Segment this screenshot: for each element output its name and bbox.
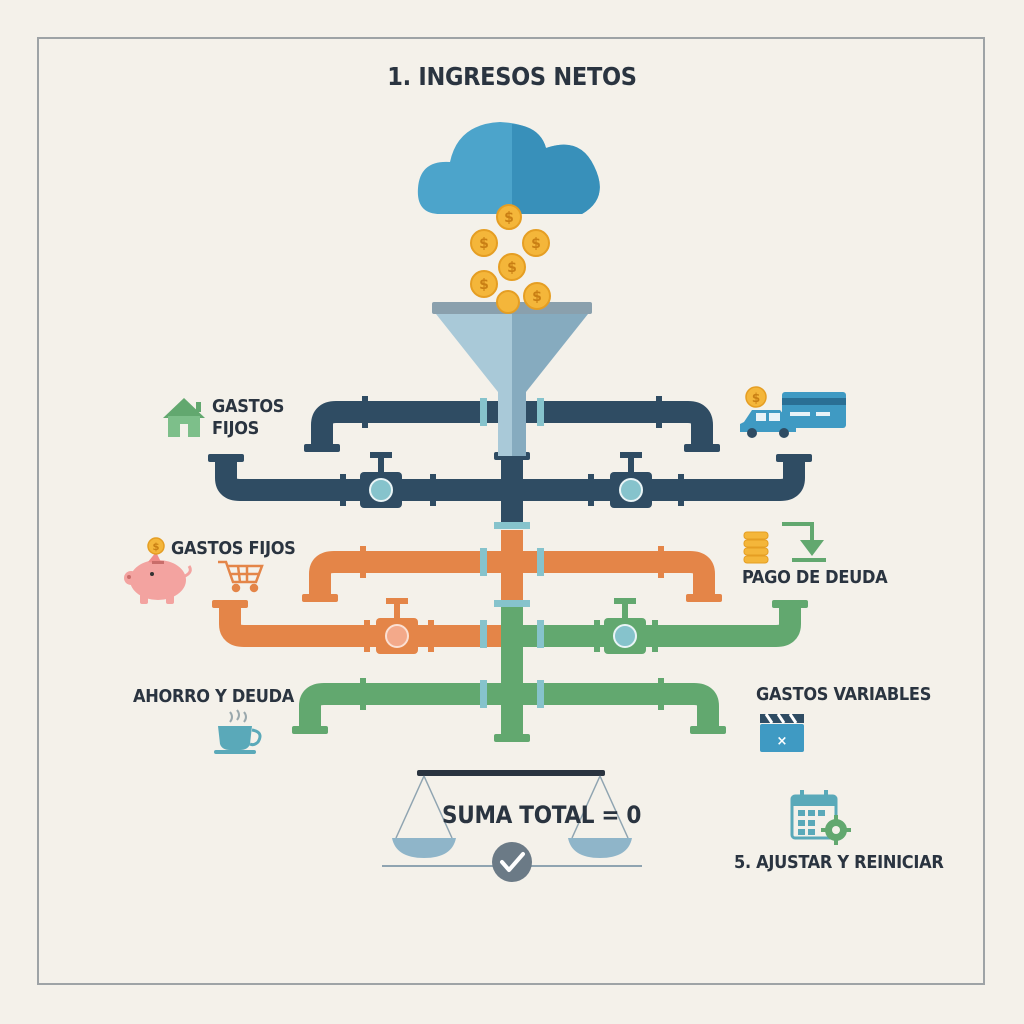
svg-text:$: $: [479, 236, 489, 252]
green-pipe-flanges: [292, 600, 808, 742]
coffee-cup-icon: [214, 709, 262, 754]
clapperboard-icon: ×: [760, 713, 804, 752]
coin-icon: [496, 290, 520, 314]
coin-icon: $: [470, 229, 498, 257]
page-title: 1. INGRESOS NETOS: [387, 62, 637, 91]
svg-text:$: $: [532, 289, 542, 305]
coin-stack-icon: [743, 531, 769, 564]
valve-icon[interactable]: [610, 452, 652, 508]
label-ahorro-y-deuda: AHORRO Y DEUDA: [133, 686, 294, 707]
coin-icon: $: [470, 270, 498, 298]
download-arrow-icon: [782, 522, 826, 562]
svg-text:$: $: [752, 391, 760, 405]
house-icon: [163, 398, 205, 437]
credit-card-icon: [782, 392, 846, 428]
coin-icon: $: [147, 537, 165, 555]
cloud-icon: [417, 122, 600, 214]
piggy-bank-icon: [124, 552, 192, 604]
orange-joints: [480, 548, 544, 576]
label-gastos-fijos-top-line2: FIJOS: [212, 418, 260, 439]
calendar-gear-icon: [790, 790, 851, 845]
label-gastos-fijos-mid: GASTOS FIJOS: [171, 538, 296, 559]
orange-pipe-flanges: [212, 546, 722, 652]
funnel-icon: [432, 302, 592, 456]
label-ajustar-reiniciar: 5. AJUSTAR Y REINICIAR: [734, 852, 944, 873]
svg-text:$: $: [507, 260, 517, 276]
svg-text:$: $: [504, 210, 514, 226]
coin-icon: $: [522, 229, 550, 257]
svg-text:$: $: [153, 542, 160, 553]
green-pipe-network: [299, 604, 801, 740]
valve-icon[interactable]: [604, 598, 646, 654]
coin-icon: $: [498, 253, 526, 281]
check-icon: [492, 842, 532, 882]
coin-icon: $: [745, 386, 767, 408]
valve-icon[interactable]: [360, 452, 402, 508]
label-gastos-fijos-top: GASTOS FIJOS: [212, 396, 284, 440]
label-suma-total: SUMA TOTAL = 0: [442, 801, 642, 829]
shopping-cart-icon: [218, 560, 264, 593]
navy-joints: [480, 398, 544, 529]
label-gastos-variables: GASTOS VARIABLES: [756, 684, 932, 705]
diagram-frame: [37, 37, 985, 985]
orange-pipe-network: [219, 530, 715, 647]
falling-coins: $ $ $ $ $ $: [470, 204, 551, 314]
svg-text:×: ×: [777, 734, 788, 749]
coin-icon: $: [496, 204, 522, 230]
car-icon: [740, 410, 796, 438]
label-pago-de-deuda: PAGO DE DEUDA: [742, 567, 888, 588]
svg-text:$: $: [531, 236, 541, 252]
coin-icon: $: [523, 282, 551, 310]
svg-text:$: $: [479, 277, 489, 293]
label-gastos-fijos-top-line1: GASTOS: [212, 396, 285, 417]
valve-icon[interactable]: [376, 598, 418, 654]
green-joints: [480, 600, 544, 708]
